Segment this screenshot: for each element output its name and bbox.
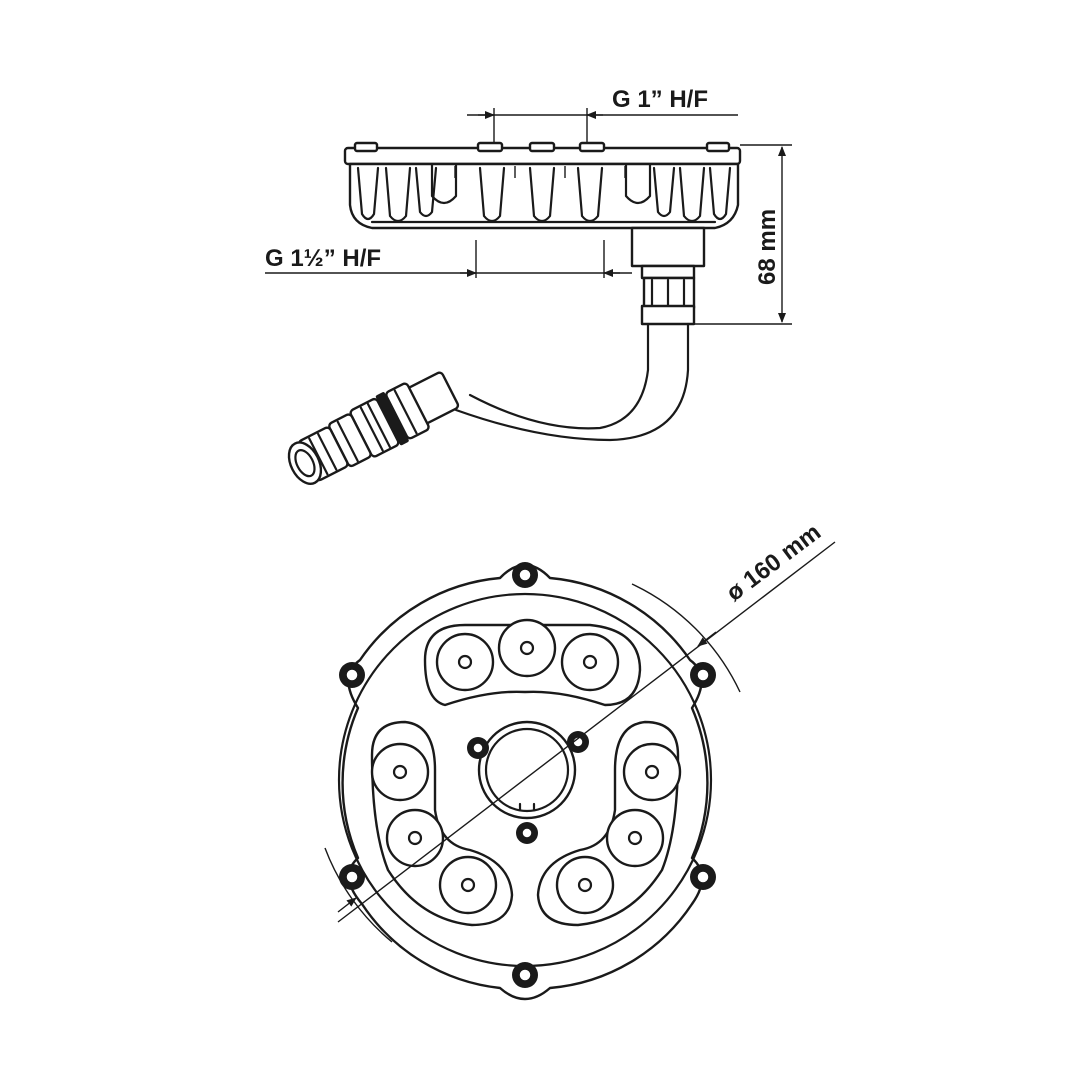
top-view: ø 160 mm bbox=[324, 519, 836, 1001]
flange-nubs bbox=[353, 141, 731, 153]
screw bbox=[339, 864, 365, 890]
screw bbox=[567, 731, 589, 753]
led-lens bbox=[435, 632, 495, 692]
led-lens bbox=[555, 855, 615, 915]
led-lens bbox=[497, 618, 557, 678]
diameter-label: ø 160 mm bbox=[721, 519, 826, 607]
cable-gland bbox=[630, 226, 706, 326]
height-label: 68 mm bbox=[754, 209, 781, 285]
cable-edge-b bbox=[454, 322, 690, 442]
dimension-height: 68 mm bbox=[694, 144, 792, 325]
side-view: G 1” H/F G 1½” H/F 68 mm bbox=[265, 86, 792, 485]
dimension-outlet-thread: G 1½” H/F bbox=[265, 240, 632, 278]
screw bbox=[690, 864, 716, 890]
led-lens bbox=[370, 742, 430, 802]
outlet-thread-label: G 1½” H/F bbox=[265, 245, 381, 272]
led-lens bbox=[560, 632, 620, 692]
housing-body bbox=[348, 162, 740, 230]
housing-fins bbox=[356, 163, 732, 223]
led-lens bbox=[622, 742, 682, 802]
center-nozzle bbox=[477, 720, 577, 820]
inlet-thread-label: G 1” H/F bbox=[612, 86, 708, 113]
connector bbox=[287, 371, 460, 485]
led-lens bbox=[605, 808, 665, 868]
led-lens bbox=[438, 855, 498, 915]
led-lens bbox=[385, 808, 445, 868]
led-lenses bbox=[370, 618, 682, 915]
cable-edge-a bbox=[468, 322, 650, 430]
screw bbox=[512, 962, 538, 988]
screws bbox=[339, 562, 716, 988]
screw bbox=[516, 822, 538, 844]
screw bbox=[690, 662, 716, 688]
screw bbox=[512, 562, 538, 588]
screw bbox=[339, 662, 365, 688]
screw bbox=[467, 737, 489, 759]
dimension-inlet-thread: G 1” H/F bbox=[467, 86, 738, 142]
